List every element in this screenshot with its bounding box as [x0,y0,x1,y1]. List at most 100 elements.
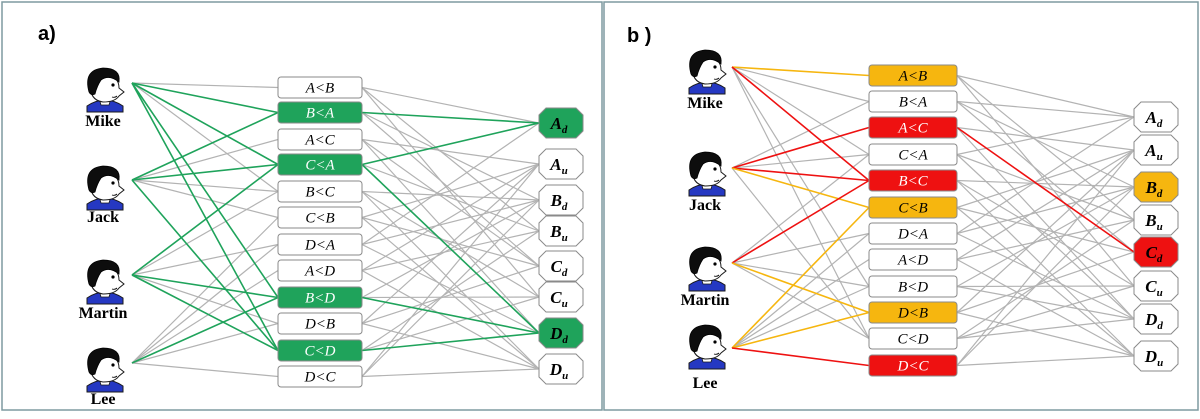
comparison-label: D<C [304,370,337,386]
outcome-label: Dd [1144,310,1163,332]
outcome-node: Bd [1133,171,1179,203]
comparison-box: C<B [868,196,958,219]
outcome-label: Dd [549,324,568,346]
outcome-label: Cd [1146,243,1163,265]
edge-person-comparison [731,179,870,264]
edges [731,66,1135,367]
edge-comparison-outcome [361,163,540,324]
edge-comparison-outcome [361,163,540,232]
comparison-box-bg [868,143,958,166]
comparison-label: D<B [304,317,335,333]
edge-person-comparison [131,274,279,299]
edge-person-comparison [131,82,279,298]
comparison-box: D<A [277,233,363,256]
comparison-box-bg [868,169,958,192]
edge-person-comparison [131,274,279,325]
outcome-octagon [1133,101,1179,133]
comparison-label: B<C [305,185,335,201]
comparison-label: B<D [898,280,928,296]
edge-person-comparison [731,258,870,349]
person-martin: Martin [681,246,730,309]
edge-comparison-outcome [956,149,1135,313]
outcome-node: Ad [1133,101,1179,133]
outcome-label: Du [1144,347,1163,369]
person-avatar-icon [688,324,727,370]
edge-comparison-outcome [361,138,540,165]
edge-person-comparison [731,66,870,156]
outcome-octagon [1133,134,1179,166]
comparison-label: C<D [305,344,336,360]
edge-person-comparison [731,262,870,314]
edge-comparison-outcome [956,180,1135,357]
comparison-box-bg [277,233,363,256]
comparison-box: D<A [868,222,958,245]
edge-person-comparison [131,179,279,219]
edge-comparison-outcome [361,230,540,351]
edge-comparison-outcome [956,285,1135,288]
comparison-box-bg [277,76,363,99]
outcome-node: Cu [1133,270,1179,302]
person-jack: Jack [86,165,125,226]
comparison-box-bg [277,339,363,362]
comparison-label: A<D [897,253,928,269]
edge-person-comparison [131,274,279,352]
outcome-node: Cd [1133,236,1179,268]
edge-comparison-outcome [956,127,1135,320]
edge-comparison-outcome [956,100,1135,188]
outcome-octagon [538,281,584,313]
comparison-box-bg [277,128,363,151]
outcome-label: Ad [1145,108,1163,130]
outcome-octagon [538,250,584,282]
outcome-node: Du [538,353,584,385]
edge-person-comparison [131,190,279,276]
comparison-label: C<B [898,201,927,217]
edge-comparison-outcome [956,219,1135,261]
edge-comparison-outcome [956,186,1135,288]
comparison-box: A<C [868,116,958,139]
edge-person-comparison [731,167,870,182]
edge-comparison-outcome [361,163,540,334]
outcome-node: Du [1133,340,1179,372]
edge-comparison-outcome [956,100,1135,118]
edge-comparison-outcome [956,149,1135,366]
edge-person-comparison [131,82,279,89]
person-mike: Mike [687,49,727,112]
edge-comparison-outcome [361,112,540,267]
person-name: Lee [91,391,116,408]
edge-comparison-outcome [361,122,540,245]
outcome-node: Dd [538,317,584,349]
comparison-box-bg [277,312,363,335]
edge-comparison-outcome [361,191,540,370]
outcome-label: Bu [1144,211,1162,233]
person-name: Jack [87,209,119,226]
outcome-node: Au [1133,134,1179,166]
edge-person-comparison [131,244,279,364]
comparison-box-bg [868,116,958,139]
edge-comparison-outcome [361,296,540,299]
person-name: Martin [79,305,128,322]
edge-person-comparison [131,138,279,181]
edge-comparison-outcome [956,126,1135,151]
outcome-octagon [1133,204,1179,236]
outcome-label: Du [549,360,568,382]
edge-comparison-outcome [956,186,1135,235]
edge-comparison-outcome [361,111,540,201]
edge-comparison-outcome [956,251,1135,314]
comparison-box-bg [868,90,958,113]
person-martin: Martin [79,259,128,322]
edge-comparison-outcome [361,217,540,370]
person-mike: Mike [85,67,125,130]
outcome-label: Au [1144,141,1162,163]
person-avatar-icon [86,67,125,113]
comparison-box-bg [868,196,958,219]
comparison-box: D<B [868,301,958,324]
comparison-label: C<D [898,332,929,348]
person-avatar-icon [688,151,727,197]
outcome-node: Cd [538,250,584,282]
comparison-box: C<D [277,339,363,362]
edge-person-comparison [131,217,279,364]
edge-person-comparison [131,296,279,364]
comparison-label: B<D [305,291,335,307]
comparison-box: A<D [277,259,363,282]
comparison-label: D<C [897,359,930,375]
